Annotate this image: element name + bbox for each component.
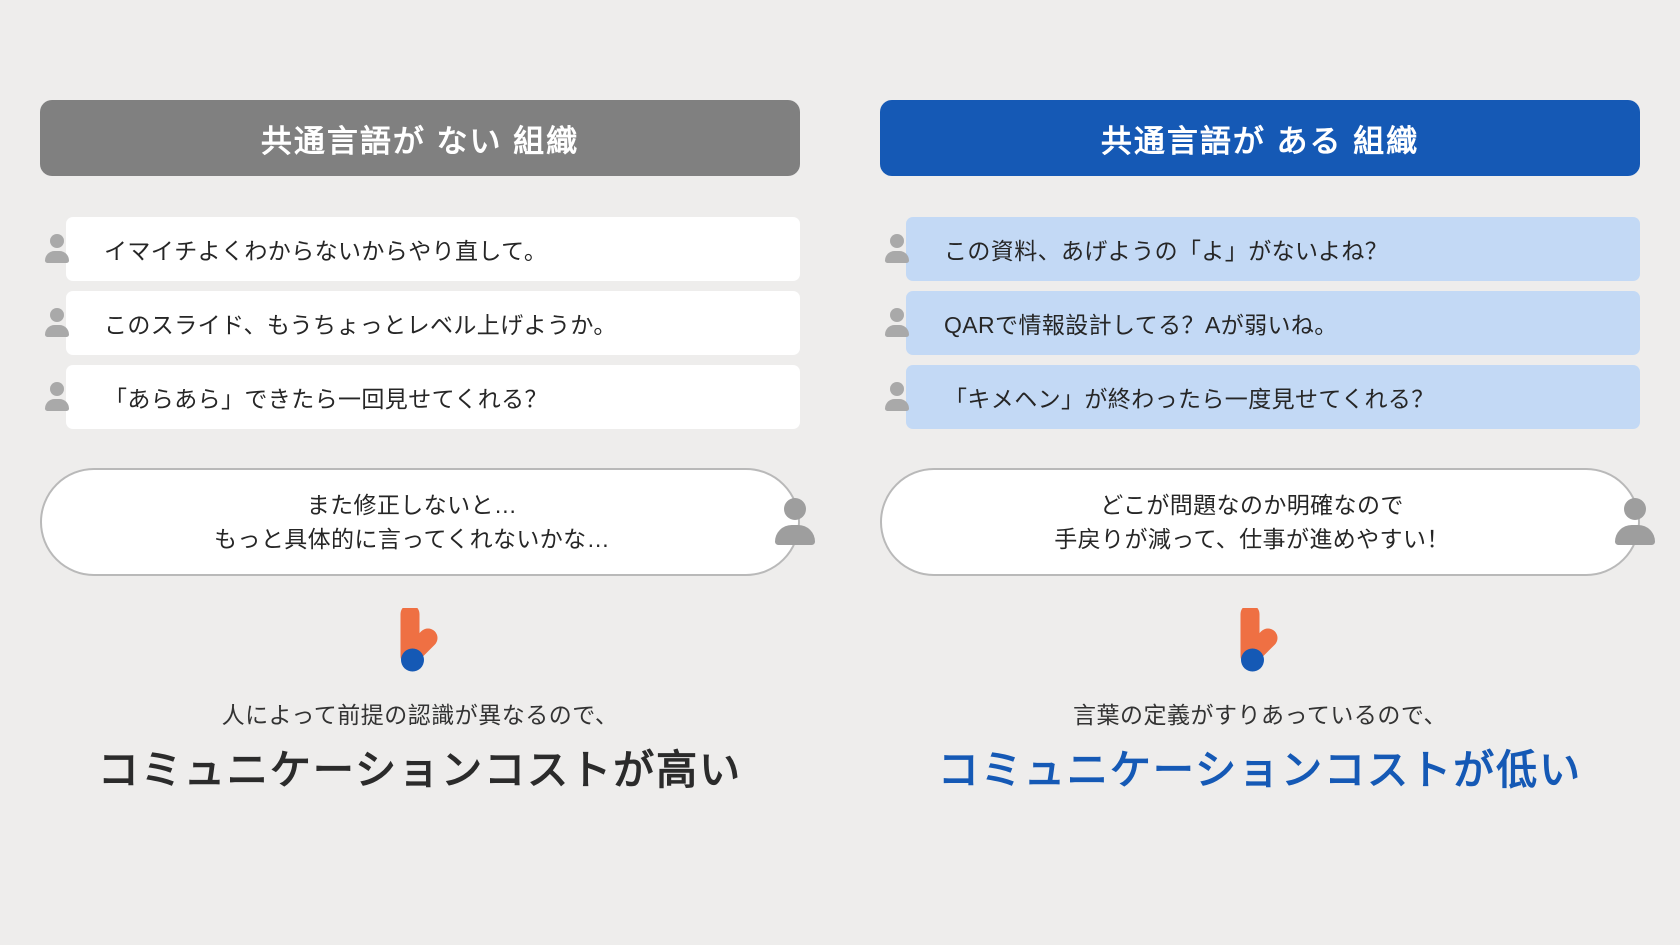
conclusion-headline: コミュニケーションコストが高い <box>97 747 743 793</box>
chat-message-text: QARで情報設計してる？Aが弱いね。 <box>944 312 1338 338</box>
thought-line-2: 手戻りが減って、仕事が進めやすい！ <box>1054 526 1450 552</box>
banner-label: 共通言語が ない 組織 <box>260 123 580 159</box>
person-avatar-icon <box>880 232 914 266</box>
conclusion-headline: コミュニケーションコストが低い <box>937 747 1583 793</box>
chat-row: この資料、あげようの「よ」がないよね？ <box>880 217 1640 281</box>
conclusion-right: 言葉の定義がすりあっているので、 コミュニケーションコストが低い <box>880 696 1640 796</box>
chat-bubble: このスライド、もうちょっとレベル上げようか。 <box>66 291 800 355</box>
chat-bubble: 「キメヘン」が終わったら一度見せてくれる？ <box>906 365 1640 429</box>
chat-bubble: イマイチよくわからないからやり直して。 <box>66 217 800 281</box>
thought-bubble: また修正しないと… もっと具体的に言ってくれないかな… <box>40 468 800 576</box>
person-avatar-icon <box>768 495 822 549</box>
person-avatar-icon <box>1608 495 1662 549</box>
thought-line-1: また修正しないと… <box>306 492 518 518</box>
chat-message-text: このスライド、もうちょっとレベル上げようか。 <box>104 312 617 338</box>
conclusion-left: 人によって前提の認識が異なるので、 コミュニケーションコストが高い <box>40 696 800 796</box>
column-with-common-language: 共通言語が ある 組織 この資料、あげようの「よ」がないよね？ QARで情報設計… <box>840 0 1680 796</box>
thought-line-1: どこが問題なのか明確なので <box>1100 492 1404 518</box>
chat-row: QARで情報設計してる？Aが弱いね。 <box>880 291 1640 355</box>
thought-bubble: どこが問題なのか明確なので 手戻りが減って、仕事が進めやすい！ <box>880 468 1640 576</box>
conclusion-subtext: 人によって前提の認識が異なるので、 <box>221 702 619 728</box>
chat-row: 「キメヘン」が終わったら一度見せてくれる？ <box>880 365 1640 429</box>
person-avatar-icon <box>40 306 74 340</box>
orange-check-arrow-icon <box>1228 604 1292 680</box>
chat-message-text: 「キメヘン」が終わったら一度見せてくれる？ <box>944 386 1435 412</box>
banner-without-common-language: 共通言語が ない 組織 <box>40 100 800 176</box>
arrow-wrap-right <box>880 604 1640 684</box>
banner-with-common-language: 共通言語が ある 組織 <box>880 100 1640 176</box>
thought-bubble-wrap-left: また修正しないと… もっと具体的に言ってくれないかな… <box>40 468 815 576</box>
chat-row: このスライド、もうちょっとレベル上げようか。 <box>40 291 800 355</box>
chat-bubble: この資料、あげようの「よ」がないよね？ <box>906 217 1640 281</box>
column-without-common-language: 共通言語が ない 組織 イマイチよくわからないからやり直して。 このスライド、も… <box>0 0 840 796</box>
chat-row: イマイチよくわからないからやり直して。 <box>40 217 800 281</box>
orange-check-arrow-icon <box>388 604 452 680</box>
chat-message-text: この資料、あげようの「よ」がないよね？ <box>944 238 1389 264</box>
thought-line-2: もっと具体的に言ってくれないかな… <box>214 526 610 552</box>
chat-list-left: イマイチよくわからないからやり直して。 このスライド、もうちょっとレベル上げよう… <box>40 217 800 429</box>
conclusion-subtext: 言葉の定義がすりあっているので、 <box>1073 702 1447 728</box>
person-avatar-icon <box>880 306 914 340</box>
thought-bubble-wrap-right: どこが問題なのか明確なので 手戻りが減って、仕事が進めやすい！ <box>880 468 1655 576</box>
arrow-wrap-left <box>40 604 800 684</box>
chat-row: 「あらあら」できたら一回見せてくれる？ <box>40 365 800 429</box>
chat-bubble: 「あらあら」できたら一回見せてくれる？ <box>66 365 800 429</box>
chat-bubble: QARで情報設計してる？Aが弱いね。 <box>906 291 1640 355</box>
person-avatar-icon <box>40 232 74 266</box>
person-avatar-icon <box>880 380 914 414</box>
banner-label: 共通言語が ある 組織 <box>1100 123 1420 159</box>
chat-message-text: 「あらあら」できたら一回見せてくれる？ <box>104 386 548 412</box>
person-avatar-icon <box>40 380 74 414</box>
chat-list-right: この資料、あげようの「よ」がないよね？ QARで情報設計してる？Aが弱いね。 「… <box>880 217 1640 429</box>
chat-message-text: イマイチよくわからないからやり直して。 <box>104 238 548 264</box>
